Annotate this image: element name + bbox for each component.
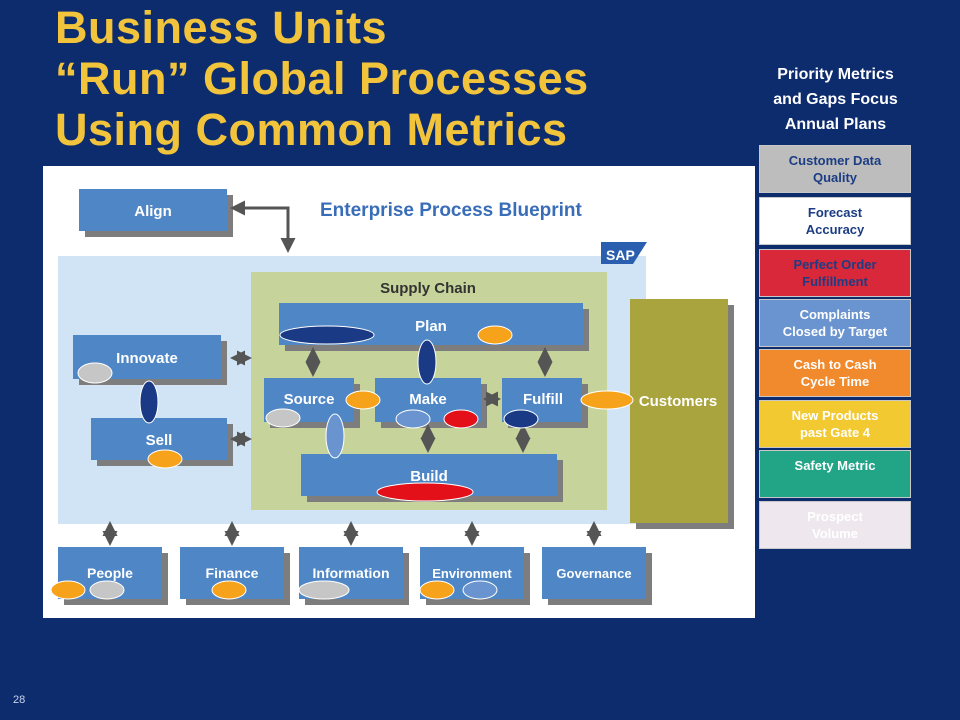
blueprint-heading: Enterprise Process Blueprint: [320, 200, 583, 221]
marker-build-red: [376, 482, 474, 502]
metric-line-1: Safety Metric: [794, 458, 876, 473]
box-finance: Finance: [180, 547, 290, 605]
metric-line-2: Accuracy: [805, 222, 865, 237]
marker-customers-orange: [580, 390, 634, 410]
box-sell-label: Sell: [146, 432, 173, 449]
title-line-3: Using Common Metrics: [55, 104, 568, 155]
box-plan-label: Plan: [415, 318, 447, 335]
page-title: Business Units “Run” Global Processes Us…: [55, 2, 589, 155]
marker-finance-orange: [211, 580, 247, 600]
box-governance-label: Governance: [556, 566, 631, 581]
marker-source-gray: [265, 408, 301, 428]
page-number: 28: [13, 694, 26, 706]
metric-new-products: New Products past Gate 4: [759, 400, 911, 448]
box-make-label: Make: [409, 391, 447, 408]
metric-line-1: Complaints: [799, 307, 871, 322]
metric-safety: Safety Metric: [759, 450, 911, 498]
title-line-2: “Run” Global Processes: [55, 53, 589, 104]
box-innovate-label: Innovate: [116, 350, 178, 367]
metric-line-2: Volume: [811, 526, 858, 541]
metric-line-2: Quality: [812, 170, 858, 185]
box-align: Align: [79, 189, 233, 237]
box-fulfill-label: Fulfill: [523, 391, 563, 408]
metric-line-2: Fulfillment: [802, 274, 868, 289]
box-plan: Plan: [279, 303, 589, 351]
process-blueprint-diagram: Supply Chain Enterprise Process Blueprin…: [43, 166, 755, 618]
box-customers-label: Customers: [639, 393, 717, 410]
marker-make-red: [443, 409, 479, 429]
marker-source-build-blue: [325, 413, 345, 459]
box-customers: Customers: [630, 299, 734, 529]
box-source-label: Source: [284, 391, 335, 408]
box-environment: Environment: [420, 547, 530, 605]
metric-line-2: Cycle Time: [800, 374, 870, 389]
sap-logo-text: SAP: [606, 247, 635, 263]
box-finance-label: Finance: [206, 565, 259, 581]
box-align-label: Align: [134, 203, 172, 220]
sidebar-heading-line-1: Priority Metrics: [777, 66, 894, 83]
metric-line-1: Customer Data: [788, 153, 882, 168]
metric-line-1: New Products: [791, 408, 879, 423]
marker-plan-make-navy: [417, 339, 437, 385]
marker-environment-blue: [462, 580, 498, 600]
title-line-1: Business Units: [55, 2, 388, 53]
marker-innovate-gray: [77, 362, 113, 384]
marker-people-gray: [89, 580, 125, 600]
metric-line-1: Forecast: [807, 205, 863, 220]
marker-information-gray: [298, 580, 350, 600]
box-environment-label: Environment: [432, 566, 512, 581]
sidebar-heading-line-2: and Gaps Focus: [773, 91, 898, 108]
metric-line-1: Perfect Order: [793, 257, 877, 272]
marker-fulfill-navy: [503, 409, 539, 429]
marker-sell-orange: [147, 449, 183, 469]
metric-line-1: Cash to Cash: [793, 357, 877, 372]
box-information-label: Information: [313, 565, 390, 581]
box-governance: Governance: [542, 547, 652, 605]
box-people-label: People: [87, 565, 133, 581]
metric-line-2: past Gate 4: [799, 425, 871, 440]
sidebar-heading-line-3: Annual Plans: [784, 116, 887, 133]
marker-people-orange: [50, 580, 86, 600]
supply-chain-label: Supply Chain: [380, 280, 476, 297]
arrow-align-loop: [230, 200, 296, 253]
marker-plan-orange: [477, 325, 513, 345]
metric-line-1: Prospect: [807, 509, 863, 524]
sap-logo: SAP: [601, 242, 647, 264]
marker-source-orange: [345, 390, 381, 410]
metric-line-2: Closed by Target: [782, 324, 888, 339]
marker-make-blue: [395, 409, 431, 429]
metric-markers: [50, 325, 634, 600]
marker-environment-orange: [419, 580, 455, 600]
sidebar-heading: Priority Metrics and Gaps Focus Annual P…: [738, 62, 933, 137]
box-build-label: Build: [410, 468, 448, 485]
marker-innovate-sell-navy: [139, 380, 159, 424]
marker-plan-navy: [279, 325, 375, 345]
